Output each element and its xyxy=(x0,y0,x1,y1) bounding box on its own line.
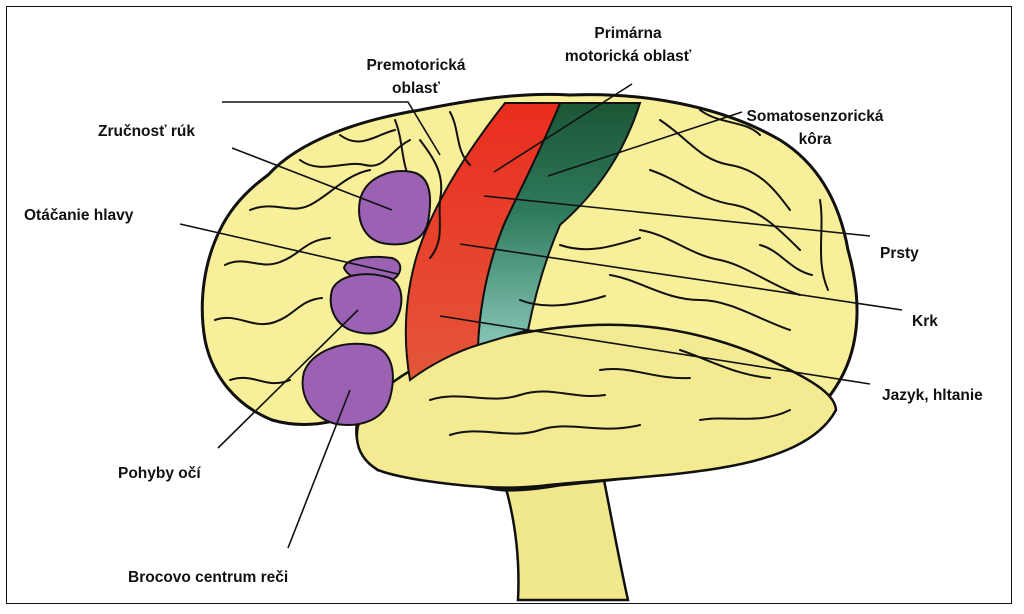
neck-leader xyxy=(459,243,903,311)
primary-motor-leader xyxy=(493,83,633,173)
primary-motor-label-line1: Primárna xyxy=(594,25,662,42)
diagram-frame xyxy=(6,6,1012,604)
neck-label: Krk xyxy=(912,313,938,330)
somatosensory-label-line2: kôra xyxy=(799,131,832,148)
head-turn-leader xyxy=(179,223,399,275)
somato-leader xyxy=(547,111,743,177)
hand-skill-region xyxy=(358,170,432,246)
eye-movement-region xyxy=(329,273,403,335)
premotor-label-line1: Premotorická xyxy=(366,57,465,74)
fingers-leader xyxy=(483,195,871,237)
hand-skill-label: Zručnosť rúk xyxy=(98,123,195,140)
tongue-leader xyxy=(439,315,871,385)
purple-regions xyxy=(301,170,432,426)
fingers-label: Prsty xyxy=(880,245,919,262)
primary-motor-label-line2: motorická oblasť xyxy=(565,48,692,65)
eye-movement-label: Pohyby očí xyxy=(118,465,201,482)
broca-region xyxy=(301,342,394,426)
broca-leader xyxy=(287,389,351,549)
somatosensory-label-line1: Somatosenzorická xyxy=(747,108,884,125)
tongue-label: Jazyk, hltanie xyxy=(882,387,983,404)
broca-label: Brocovo centrum reči xyxy=(128,569,288,586)
premotor-leader xyxy=(222,101,441,156)
hand-skill-leader xyxy=(231,147,393,211)
eye-movement-leader xyxy=(217,309,359,449)
head-turn-label: Otáčanie hlavy xyxy=(24,207,134,224)
brainstem xyxy=(503,468,630,602)
premotor-label-line2: oblasť xyxy=(392,80,440,97)
gyri-texture xyxy=(214,109,829,436)
motor-strip xyxy=(404,102,562,382)
leader-lines xyxy=(179,83,903,549)
